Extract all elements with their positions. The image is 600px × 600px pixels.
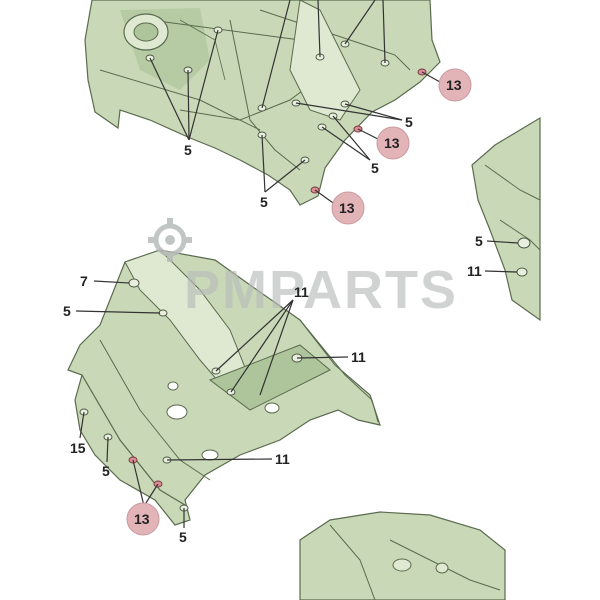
callout-label: 5 [475, 233, 483, 249]
callout-label: 5 [179, 529, 187, 545]
floor-panel-middle-cutout [167, 381, 179, 391]
floor-panel-right [471, 116, 541, 322]
leader-line [421, 71, 441, 83]
leader-line [259, 299, 294, 396]
leader-line [132, 459, 145, 507]
callout-badge [126, 502, 160, 536]
leader-line [344, 103, 403, 121]
callouts: 5 13 5 13 5 5 13 5 11 7 5 11 11 11 15 5 … [63, 68, 483, 545]
callout-label: 11 [351, 349, 366, 365]
leader-line [344, 0, 376, 45]
hole [158, 309, 168, 317]
callout-label: 13 [134, 511, 150, 527]
callout-label: 11 [467, 263, 482, 279]
leader-line [93, 280, 130, 284]
callout-label: 13 [384, 135, 400, 151]
floor-panel-middle-cutout [166, 404, 188, 420]
callout-label: 15 [70, 440, 86, 456]
floor-panel-bottom-cutout [392, 558, 412, 572]
hole [128, 278, 140, 288]
hole [516, 267, 528, 277]
callout-label: 5 [63, 303, 71, 319]
leader-line [486, 240, 519, 244]
callout-label: 5 [405, 114, 413, 130]
floor-panel-middle-rail-right [299, 319, 379, 423]
leader-line [79, 411, 85, 439]
leader-line [261, 0, 291, 109]
leader-line [149, 57, 190, 141]
floor-panel-right-rib-2 [499, 219, 541, 251]
leader-line [143, 483, 159, 507]
floor-panel-middle-rail-left [81, 374, 186, 506]
leader-line [357, 128, 381, 141]
floor-panel-top-dome-inner [133, 22, 159, 42]
leader-line [75, 310, 161, 314]
callout-label: 7 [80, 273, 88, 289]
leader-line [317, 0, 321, 58]
callout-label: 5 [102, 463, 110, 479]
callout-label: 5 [371, 160, 379, 176]
floor-panel-middle-cutout [201, 449, 219, 461]
floor-panel-right-body [471, 116, 541, 322]
callout-label: 5 [184, 142, 192, 158]
leader-line [166, 458, 273, 461]
watermark: PMPARTS [148, 218, 458, 320]
leader-line [264, 159, 306, 193]
leader-line [295, 102, 403, 121]
floor-panel-bottom [299, 511, 506, 600]
callout-label: 11 [294, 284, 309, 300]
floor-panel-middle-rail-inner [99, 339, 211, 481]
floor-panel-bottom-rib-2 [389, 539, 501, 591]
leader-lines [75, 0, 519, 528]
floor-panel-bottom-rib [329, 524, 376, 600]
leader-line [484, 270, 518, 273]
leader-line [106, 436, 109, 463]
leader-line [296, 356, 349, 359]
callout-label: 5 [260, 194, 268, 210]
callout-label: 13 [446, 77, 462, 93]
floor-panel-middle [67, 249, 381, 526]
leader-line [215, 299, 294, 372]
floor-panel-middle-cutout [264, 402, 280, 414]
callout-label: 13 [339, 200, 355, 216]
floor-panel-bottom-body [299, 511, 506, 600]
leader-line [261, 134, 266, 193]
leader-line [187, 69, 190, 141]
gear-icon [148, 218, 192, 262]
watermark-text: PMPARTS [184, 260, 458, 320]
leader-line [332, 115, 371, 161]
hole [517, 237, 531, 249]
callout-badge [376, 126, 410, 160]
callout-label: 11 [275, 451, 290, 467]
leader-line [321, 126, 371, 161]
floor-panel-top [84, 0, 441, 206]
leader-line [230, 299, 294, 393]
callout-badge [438, 68, 472, 102]
floor-panel-bottom-cutout [435, 562, 449, 574]
leader-line [188, 29, 219, 141]
floor-panel-right-rib [484, 164, 541, 201]
leader-line [382, 0, 386, 64]
callout-badge [331, 191, 365, 225]
